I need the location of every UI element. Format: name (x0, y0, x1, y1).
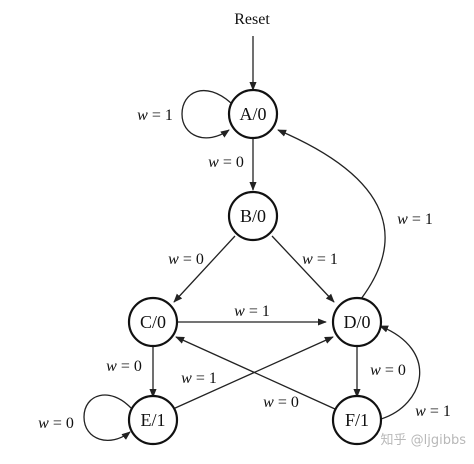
state-b-node: B/0 (227, 190, 279, 242)
label-d-to-a: w = 1 (397, 211, 433, 228)
label-f-to-c: w = 0 (263, 394, 299, 411)
edge-d-to-a (277, 129, 386, 300)
label-b-to-c: w = 0 (168, 251, 204, 268)
label-f-to-d: w = 1 (415, 403, 451, 420)
edge-b-to-c (173, 235, 236, 303)
label-a-self: w = 1 (137, 107, 173, 124)
state-e-label: E/1 (141, 410, 166, 430)
label-a-to-b: w = 0 (208, 154, 244, 171)
state-d-label: D/0 (344, 312, 371, 332)
state-a-label: A/0 (240, 104, 267, 124)
edge-e-self (83, 394, 132, 441)
state-c-node: C/0 (127, 296, 179, 348)
label-c-to-e: w = 0 (106, 358, 142, 375)
reset-label: Reset (234, 11, 270, 28)
edge-e-to-d (172, 336, 334, 410)
state-d-node: D/0 (331, 296, 383, 348)
label-e-self: w = 0 (38, 415, 74, 432)
state-f-node: F/1 (331, 394, 383, 446)
state-f-label: F/1 (345, 410, 369, 430)
label-b-to-d: w = 1 (302, 251, 338, 268)
edge-f-to-c (175, 336, 336, 410)
state-e-node: E/1 (127, 394, 179, 446)
label-c-to-d: w = 1 (234, 303, 270, 320)
state-b-label: B/0 (240, 206, 266, 226)
state-c-label: C/0 (140, 312, 166, 332)
watermark: 知乎 @ljgibbs (381, 432, 467, 448)
label-d-to-f: w = 0 (370, 362, 406, 379)
label-e-to-d: w = 1 (181, 370, 217, 387)
edge-b-to-d (271, 235, 335, 303)
state-a-node: A/0 (227, 88, 279, 140)
edge-a-self (181, 89, 232, 139)
edge-f-to-d (379, 325, 421, 420)
